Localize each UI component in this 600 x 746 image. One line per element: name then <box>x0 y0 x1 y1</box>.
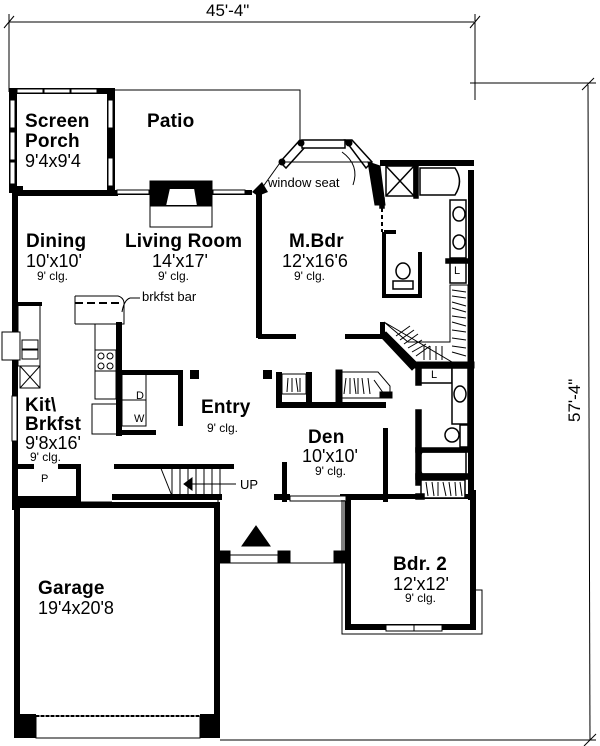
garage-door <box>35 501 201 739</box>
room-ceiling: 9' clg. <box>207 421 238 435</box>
pantry-label: P <box>41 473 49 485</box>
fireplace <box>149 180 213 228</box>
kitchen-walls <box>18 302 234 504</box>
patio-outline <box>112 89 301 148</box>
depth-dimension-line <box>448 77 597 746</box>
room-size: 10'x10' <box>26 251 82 271</box>
room-size: 9'8x16' <box>25 433 81 453</box>
bedroom2-details <box>341 500 483 635</box>
master-bedroom-walls <box>258 322 385 339</box>
room-name: Entry <box>201 397 251 418</box>
living-windows <box>116 189 246 195</box>
room-name: Screen <box>25 111 90 132</box>
staircase <box>159 465 236 497</box>
room-ceiling: 9' clg. <box>158 269 189 283</box>
room-ceiling: 9' clg. <box>30 450 61 464</box>
washer-label: W <box>134 413 145 425</box>
screen-porch-screens <box>9 88 114 187</box>
coat-closets <box>281 369 393 405</box>
width-dimension-line <box>3 14 481 100</box>
window-seat-label: window seat <box>268 175 340 190</box>
kitchen-counters <box>1 295 147 442</box>
misc-lines <box>220 557 474 741</box>
hall-bath <box>415 367 469 500</box>
room-name: Den <box>308 427 345 448</box>
room-ceiling: 9' clg. <box>405 591 436 605</box>
room-name: Garage <box>38 578 105 599</box>
room-name: Dining <box>26 231 87 252</box>
room-name: Kit\ <box>25 395 57 416</box>
room-name: Porch <box>25 131 80 152</box>
room-name: Living Room <box>125 231 243 252</box>
room-ceiling: 9' clg. <box>294 269 325 283</box>
bay-window <box>261 138 386 206</box>
room-name: Bdr. 2 <box>393 554 447 575</box>
master-bath-fixtures <box>379 161 469 298</box>
dryer-label: D <box>136 390 144 402</box>
room-size: 19'4x20'8 <box>38 598 114 618</box>
room-patio: Patio <box>147 111 195 132</box>
breakfast-bar-label: brkfst bar <box>142 289 197 304</box>
linen-closet-label: L <box>431 369 438 381</box>
room-ceiling: 9' clg. <box>37 269 68 283</box>
room-size: 12'x12' <box>393 574 449 594</box>
stairs-up-label: UP <box>240 477 259 492</box>
front-porch <box>217 500 347 564</box>
linen-closet-label: L <box>454 265 461 277</box>
den-walls <box>274 372 388 502</box>
room-size: 10'x10' <box>302 446 358 466</box>
column-posts <box>190 370 272 379</box>
room-ceiling: 9' clg. <box>315 464 346 478</box>
room-size: 9'4x9'4 <box>25 151 81 171</box>
room-size: 12'x16'6 <box>282 251 348 271</box>
room-name: M.Bdr <box>289 231 344 252</box>
den-window <box>289 495 347 502</box>
room-name: Brkfst <box>25 414 82 435</box>
width-dimension: 45'-4" <box>206 1 250 20</box>
room-size: 14'x17' <box>152 251 208 271</box>
depth-dimension: 57'-4" <box>565 378 584 422</box>
